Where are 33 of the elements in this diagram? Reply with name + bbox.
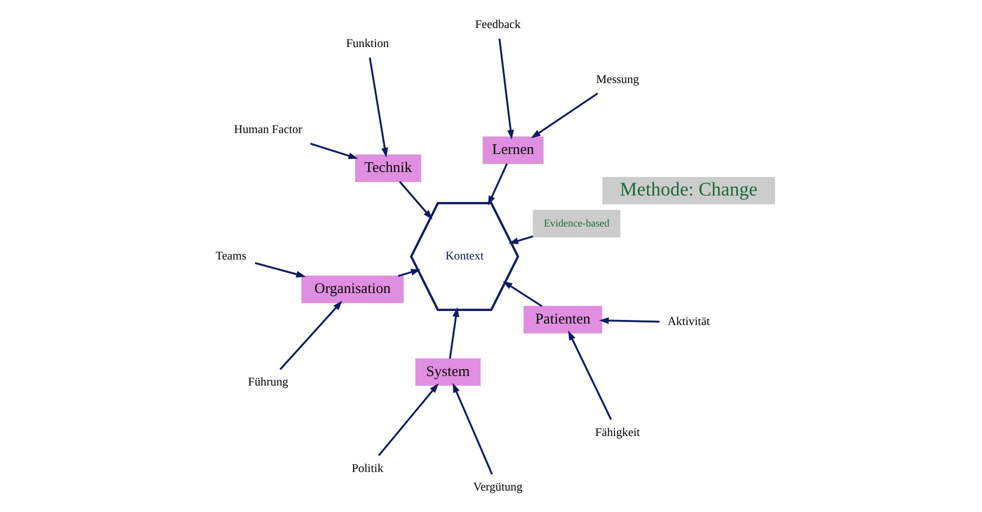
arrow: [568, 330, 612, 420]
arrow: [310, 142, 358, 159]
node-box: Evidence-based: [532, 209, 620, 237]
node-box: Methode: Change: [602, 176, 776, 204]
arrow: [488, 162, 508, 206]
node-box: Lernen: [482, 136, 544, 164]
arrow: [398, 268, 421, 276]
node-text: Funktion: [346, 35, 389, 50]
arrow: [508, 235, 534, 244]
arrow: [399, 180, 432, 219]
arrow: [452, 382, 493, 474]
node-text: Teams: [216, 248, 246, 262]
node-text: Feedback: [475, 16, 521, 31]
node-text: Human Factor: [234, 122, 302, 136]
arrow: [368, 56, 388, 157]
node-text: Vergütung: [473, 479, 522, 494]
arrow: [530, 92, 598, 138]
node-text: Fähigkeit: [595, 424, 640, 438]
arrow: [449, 306, 460, 358]
node-text: Führung: [248, 374, 288, 388]
arrow: [599, 316, 660, 324]
arrow: [254, 262, 306, 278]
node-text: Politik: [352, 460, 384, 474]
arrow: [378, 382, 439, 456]
arrow: [502, 280, 542, 307]
arrow: [280, 300, 342, 370]
arrow: [498, 38, 514, 140]
node-text: Aktivität: [668, 314, 710, 328]
node-box: Patienten: [524, 305, 602, 333]
node-box: Technik: [355, 154, 422, 182]
node-box: Organisation: [301, 275, 404, 303]
node-box: System: [415, 358, 481, 386]
node-text: Messung: [596, 71, 639, 86]
